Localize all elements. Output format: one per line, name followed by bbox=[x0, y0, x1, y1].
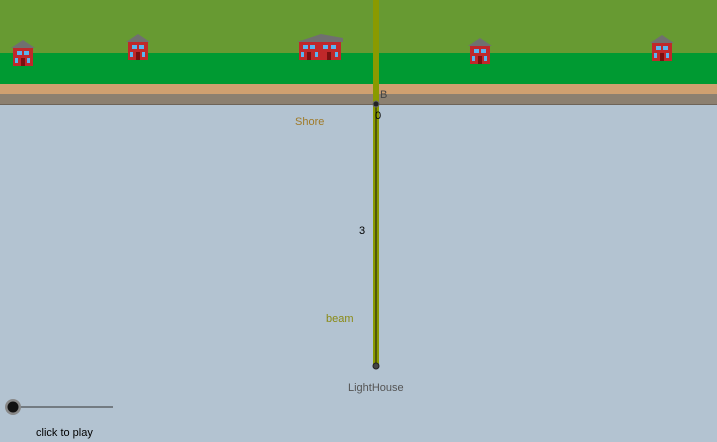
mark-three-label: 3 bbox=[359, 225, 366, 237]
house-icon bbox=[650, 35, 674, 61]
point-b-marker[interactable] bbox=[372, 100, 380, 108]
mark-zero-label: 0 bbox=[375, 110, 382, 122]
play-label[interactable]: click to play bbox=[36, 427, 93, 439]
beam-projection bbox=[373, 0, 379, 104]
shore-label: Shore bbox=[295, 116, 325, 128]
point-b-label: B bbox=[380, 89, 388, 101]
house-icon bbox=[11, 40, 35, 66]
road-band bbox=[0, 94, 717, 104]
lighthouse-label: LightHouse bbox=[348, 382, 404, 394]
lighthouse-point-icon[interactable] bbox=[372, 362, 380, 370]
house-icon bbox=[468, 38, 492, 64]
sand-band bbox=[0, 84, 717, 94]
grass-band bbox=[0, 0, 717, 54]
house-icon bbox=[297, 34, 343, 60]
house-icon bbox=[126, 34, 150, 60]
meadow-band bbox=[0, 53, 717, 84]
play-knob-center bbox=[7, 401, 19, 413]
beam-label: beam bbox=[326, 313, 354, 325]
